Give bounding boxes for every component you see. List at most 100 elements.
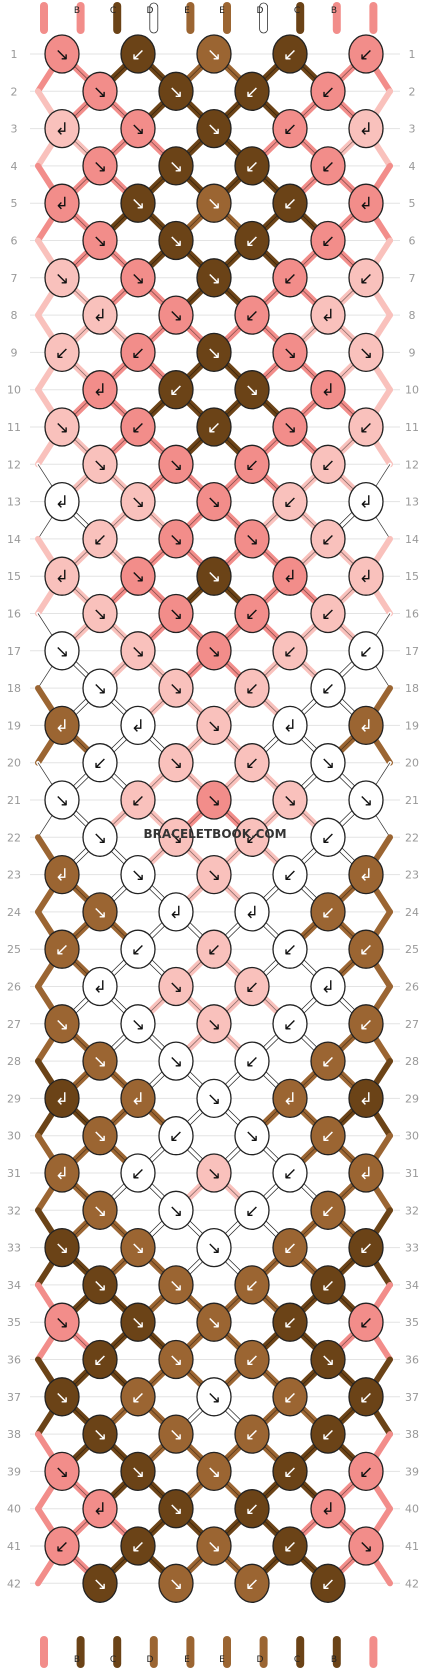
knot[interactable]: ↙ [82,743,118,783]
knot[interactable]: ↲ [44,854,80,895]
knot[interactable]: ↙ [272,481,308,522]
knot[interactable]: ↙ [272,1153,308,1193]
knot[interactable]: ↘ [158,295,194,335]
knot[interactable]: ↙ [234,1339,270,1380]
knot[interactable]: ↘ [158,1414,194,1454]
knot[interactable]: ↙ [234,1041,270,1081]
knot[interactable]: ↘ [158,444,194,484]
knot[interactable]: ↙ [234,1489,270,1529]
knot[interactable]: ↘ [158,668,194,708]
knot[interactable]: ↘ [272,332,308,373]
knot[interactable]: ↘ [82,71,118,111]
knot[interactable]: ↘ [196,631,232,671]
knot[interactable]: ↘ [82,220,118,261]
knot[interactable]: ↘ [82,892,118,932]
knot[interactable]: ↙ [234,444,270,484]
knot[interactable]: ↘ [44,631,80,671]
knot[interactable]: ↘ [348,332,384,373]
knot[interactable]: ↙ [44,929,80,969]
knot[interactable]: ↙ [234,743,270,783]
knot[interactable]: ↙ [310,817,346,857]
knot[interactable]: ↘ [120,183,156,223]
knot[interactable]: ↘ [44,1377,80,1417]
knot[interactable]: ↙ [196,929,232,969]
knot[interactable]: ↙ [234,1190,270,1230]
knot[interactable]: ↙ [82,519,118,559]
knot[interactable]: ↘ [44,1004,80,1044]
knot[interactable]: ↙ [348,1451,384,1492]
knot[interactable]: ↙ [310,71,346,111]
knot[interactable]: ↘ [158,1190,194,1230]
knot[interactable]: ↘ [44,1302,80,1342]
knot[interactable]: ↙ [272,183,308,223]
knot[interactable]: ↘ [120,854,156,895]
knot[interactable]: ↘ [120,1451,156,1492]
knot[interactable]: ↘ [158,593,194,634]
knot[interactable]: ↙ [310,892,346,932]
knot[interactable]: ↙ [120,332,156,373]
knot[interactable]: ↲ [348,1078,384,1119]
knot[interactable]: ↲ [44,1153,80,1193]
knot[interactable]: ↘ [120,1004,156,1044]
knot[interactable]: ↙ [120,1526,156,1566]
knot[interactable]: ↙ [272,631,308,671]
knot[interactable]: ↙ [196,407,232,447]
knot[interactable]: ↘ [310,1339,346,1380]
knot[interactable]: ↘ [120,108,156,149]
knot[interactable]: ↙ [348,929,384,969]
knot[interactable]: ↘ [158,817,194,857]
knot[interactable]: ↙ [120,34,156,74]
knot[interactable]: ↘ [120,556,156,596]
knot[interactable]: ↙ [272,258,308,298]
knot[interactable]: ↲ [348,108,384,149]
knot[interactable]: ↙ [272,1526,308,1566]
knot[interactable]: ↘ [158,71,194,111]
knot[interactable]: ↘ [120,481,156,522]
knot[interactable]: ↙ [234,295,270,335]
knot[interactable]: ↘ [196,1153,232,1193]
knot[interactable]: ↘ [158,146,194,186]
knot[interactable]: ↙ [234,71,270,111]
knot[interactable]: ↙ [272,34,308,74]
knot[interactable]: ↘ [310,743,346,783]
knot[interactable]: ↘ [348,1526,384,1566]
knot[interactable]: ↙ [310,146,346,186]
knot[interactable]: ↲ [158,892,194,932]
knot[interactable]: ↙ [234,1563,270,1603]
knot[interactable]: ↙ [44,1526,80,1566]
knot[interactable]: ↙ [272,1302,308,1342]
knot[interactable]: ↲ [44,481,80,522]
knot[interactable]: ↙ [234,817,270,857]
knot[interactable]: ↘ [82,1116,118,1156]
knot[interactable]: ↘ [196,854,232,895]
knot[interactable]: ↘ [196,1227,232,1268]
knot[interactable]: ↙ [120,780,156,820]
knot[interactable]: ↘ [196,1302,232,1342]
knot[interactable]: ↲ [310,1489,346,1529]
knot[interactable]: ↘ [158,1041,194,1081]
knot[interactable]: ↙ [310,1116,346,1156]
knot[interactable]: ↘ [82,1041,118,1081]
knot[interactable]: ↲ [234,892,270,932]
knot[interactable]: ↲ [82,295,118,335]
knot[interactable]: ↘ [272,407,308,447]
knot[interactable]: ↘ [196,1078,232,1119]
knot[interactable]: ↙ [120,1377,156,1417]
knot[interactable]: ↲ [44,705,80,746]
knot[interactable]: ↙ [234,220,270,261]
knot[interactable]: ↲ [44,108,80,149]
knot[interactable]: ↙ [348,258,384,298]
knot[interactable]: ↲ [44,1078,80,1119]
knot[interactable]: ↙ [272,1004,308,1044]
knot[interactable]: ↘ [82,444,118,484]
knot[interactable]: ↙ [120,1153,156,1193]
knot[interactable]: ↘ [82,668,118,708]
knot[interactable]: ↘ [196,108,232,149]
knot[interactable]: ↲ [44,556,80,596]
knot[interactable]: ↘ [348,780,384,820]
knot[interactable]: ↲ [348,854,384,895]
knot[interactable]: ↙ [234,593,270,634]
knot[interactable]: ↙ [348,1302,384,1342]
knot[interactable]: ↲ [348,556,384,596]
knot[interactable]: ↲ [272,1078,308,1119]
